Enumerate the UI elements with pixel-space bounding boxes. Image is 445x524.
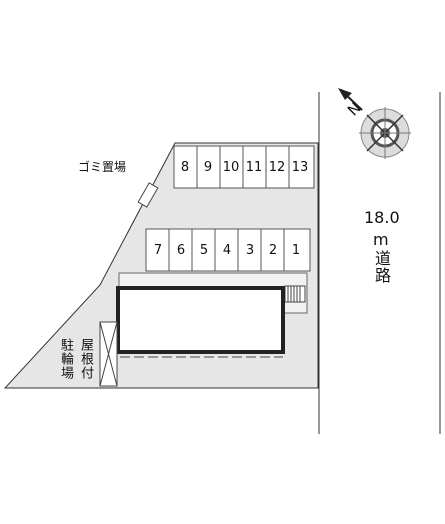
parking-space-5: 5: [199, 243, 209, 258]
parking-space-6: 6: [176, 243, 186, 258]
building: [116, 286, 285, 354]
parking-space-13: 13: [291, 160, 309, 175]
parking-space-9: 9: [203, 160, 213, 175]
road-width-value: 18.0: [364, 208, 400, 227]
parking-row-top: [173, 145, 315, 189]
bike-parking-label: 駐輪場: [58, 338, 73, 380]
compass-icon: [338, 88, 411, 159]
road-label: 道路: [372, 250, 391, 284]
parking-space-2: 2: [268, 243, 278, 258]
parking-space-7: 7: [153, 243, 163, 258]
parking-space-8: 8: [180, 160, 190, 175]
garbage-label: ゴミ置場: [78, 160, 127, 174]
parking-space-10: 10: [222, 160, 240, 175]
parking-space-12: 12: [268, 160, 286, 175]
parking-space-1: 1: [291, 243, 301, 258]
parking-space-11: 11: [245, 160, 263, 175]
road-width-unit: m: [373, 230, 389, 249]
stairs: [284, 285, 306, 303]
garbage-shed: [137, 182, 159, 208]
parking-space-4: 4: [222, 243, 232, 258]
covered-label: 屋根付: [78, 338, 93, 380]
bike-shed: [99, 321, 118, 387]
parking-space-3: 3: [245, 243, 255, 258]
parking-row-bottom: [145, 228, 311, 272]
